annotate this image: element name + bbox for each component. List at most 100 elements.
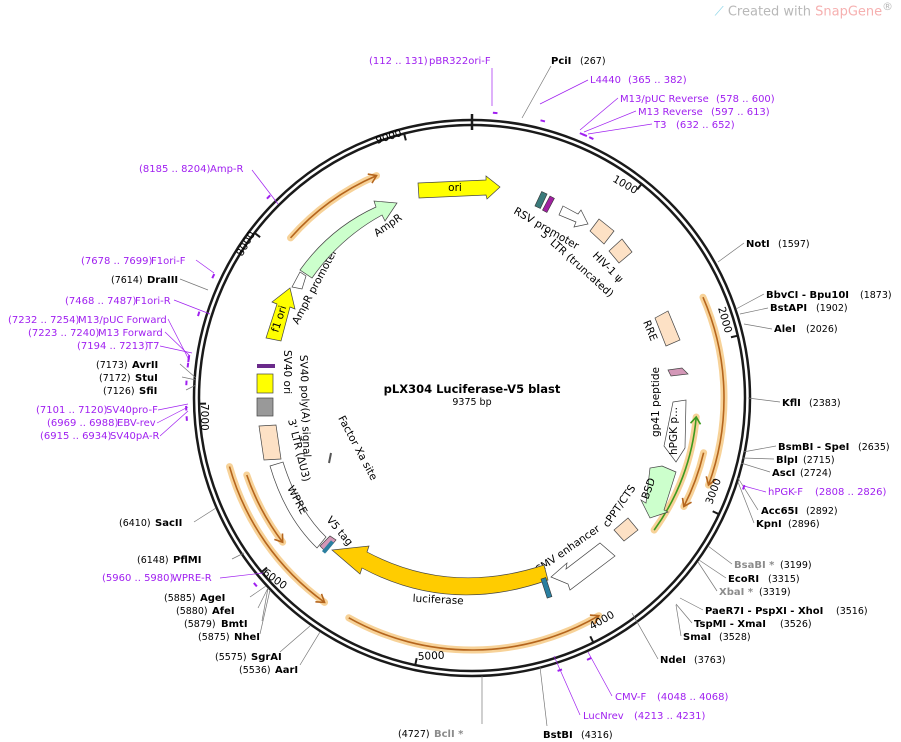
- primer-sv40pa-r-pos: (6915 .. 6934): [40, 431, 112, 442]
- primer-leader-6: [587, 651, 613, 697]
- plasmid-size: 9375 bp: [452, 397, 491, 408]
- feature-small-teal[interactable]: [534, 191, 548, 209]
- feature-sv40-polya-shape[interactable]: [256, 397, 274, 417]
- site-kpni-pos: (2896): [788, 519, 820, 530]
- feature-hiv1-psi-shape[interactable]: [608, 238, 633, 264]
- leader-18: [539, 666, 548, 727]
- leader-24: [257, 587, 269, 609]
- site-avrii: AvrII: [132, 360, 158, 371]
- feature-ampr-shape[interactable]: [299, 200, 398, 279]
- orf-line-5: [246, 474, 284, 543]
- site-aari-pos: (5536): [239, 665, 271, 676]
- site-alei: AleI: [774, 324, 796, 335]
- primer-markers: [185, 111, 746, 672]
- primer-cmv-f: CMV-F: [615, 692, 646, 703]
- plasmid-name: pLX304 Luciferase-V5 blast: [384, 382, 561, 396]
- primer-t3-pos: (632 .. 652): [676, 120, 735, 131]
- site-draiii: DraIII: [147, 275, 178, 286]
- orf-highlight-3: [345, 612, 603, 654]
- orf-arrowhead-2: [689, 415, 702, 425]
- primer-marker-8: [253, 582, 258, 588]
- leader-2: [735, 293, 765, 310]
- primer-leader-4: [587, 123, 653, 135]
- site-smai-pos: (3528): [719, 632, 751, 643]
- primer-pbr322ori-f: pBR322ori-F: [429, 56, 491, 67]
- tick-5000: [414, 657, 418, 667]
- primer-m13puc-reverse-pos: (578 .. 600): [716, 94, 775, 105]
- orf-arrowhead-6: [367, 173, 378, 184]
- primer-ebv-rev: EBV-rev: [117, 418, 156, 429]
- site-alei-pos: (2026): [806, 324, 838, 335]
- primer-m13-reverse: M13 Reverse: [638, 107, 703, 118]
- site-bsmbi-pos: (2635): [858, 442, 890, 453]
- site-draiii-pos: (7614): [111, 275, 143, 286]
- site-sgrai: SgrAI: [251, 652, 282, 663]
- orf-arcs: [226, 172, 728, 654]
- primer-sv40pro-f-pos: (7101 .. 7120): [36, 405, 108, 416]
- primer-marker-1: [540, 119, 546, 123]
- site-ndei-pos: (3763): [694, 655, 726, 666]
- site-acc65i-pos: (2892): [806, 506, 838, 517]
- feature-f1-ori-shape[interactable]: [265, 287, 296, 342]
- primer-marker-14: [187, 355, 191, 360]
- feature-rsv-promoter-shape[interactable]: [558, 205, 589, 228]
- primer-f1ori-r: F1ori-R: [135, 296, 171, 307]
- feature-factor-xa-shape[interactable]: [328, 452, 332, 464]
- leader-31: [179, 278, 209, 291]
- site-bbvci-pos: (1873): [860, 290, 892, 301]
- primer-wpre-r: WPRE-R: [172, 573, 212, 584]
- feature-wpre-shape[interactable]: [269, 461, 327, 549]
- feature-sv40-ori-mark[interactable]: [257, 364, 275, 368]
- leader-1: [717, 242, 745, 263]
- feature-ori-shape[interactable]: [417, 175, 501, 200]
- feature-3ltr-shape[interactable]: [258, 424, 282, 461]
- feature-sv40-ori-shape[interactable]: [256, 373, 274, 394]
- feature-cmv-enhancer-shape[interactable]: [550, 542, 616, 591]
- feature-small-purple[interactable]: [542, 195, 555, 213]
- primer-m13puc-forward: M13/pUC Forward: [78, 315, 167, 326]
- tick-label-7000: 7000: [198, 404, 210, 431]
- feature-bsd-shape[interactable]: [640, 465, 677, 519]
- primer-marker-15: [197, 311, 201, 317]
- primer-leader-12: [159, 345, 193, 354]
- leader-15: [675, 603, 693, 624]
- feature-luciferase-shape[interactable]: [331, 545, 549, 596]
- feature-5ltr-shape[interactable]: [589, 218, 615, 245]
- site-blpi-pos: (2715): [803, 455, 835, 466]
- leader-6: [742, 445, 777, 453]
- site-tspmi: TspMI - XmaI: [694, 619, 766, 630]
- feature-cppt-shape[interactable]: [613, 517, 639, 542]
- primer-f1ori-f-pos: (7678 .. 7699): [81, 256, 153, 267]
- feature-ori-label: ori: [448, 182, 462, 194]
- tick-6000: [260, 566, 268, 574]
- leader-13: [697, 561, 718, 592]
- feature-rre-shape[interactable]: [654, 310, 681, 347]
- tick-3000: [712, 510, 721, 516]
- site-sacii: SacII: [155, 518, 182, 529]
- leader-29: [181, 376, 197, 381]
- primer-m13puc-forward-pos: (7232 .. 7254): [8, 315, 80, 326]
- primer-leader-11: [157, 403, 189, 411]
- primer-leader-1: [539, 79, 589, 105]
- feature-hpgk-shape[interactable]: [663, 399, 687, 463]
- primer-wpre-r-pos: (5960 .. 5980): [102, 573, 174, 584]
- tick-4000: [589, 635, 595, 644]
- feature-ampr-promoter-shape[interactable]: [291, 271, 307, 290]
- feature-cppt-label: cPPT/CTS: [601, 483, 639, 530]
- leader-12: [698, 559, 727, 579]
- site-acc65i: Acc65I: [761, 506, 798, 517]
- orf-line-3: [348, 615, 600, 651]
- feature-v5-small-mark[interactable]: [321, 540, 335, 554]
- site-ecori: EcoRI: [728, 574, 759, 585]
- feature-luc-end-mark[interactable]: [540, 577, 553, 599]
- site-bsmbi: BsmBI - SpeI: [778, 442, 849, 453]
- primer-t3: T3: [653, 120, 666, 131]
- site-smai: SmaI: [683, 632, 711, 643]
- primer-cmv-f-pos: (4048 .. 4068): [657, 692, 729, 703]
- feature-gp41-shape[interactable]: [667, 367, 689, 377]
- primer-marker-5: [742, 484, 746, 490]
- site-blpi: BlpI: [776, 455, 798, 466]
- site-xbai-pos: (3319): [759, 587, 791, 598]
- primer-marker-17: [266, 194, 271, 200]
- site-ndei: NdeI: [660, 655, 686, 666]
